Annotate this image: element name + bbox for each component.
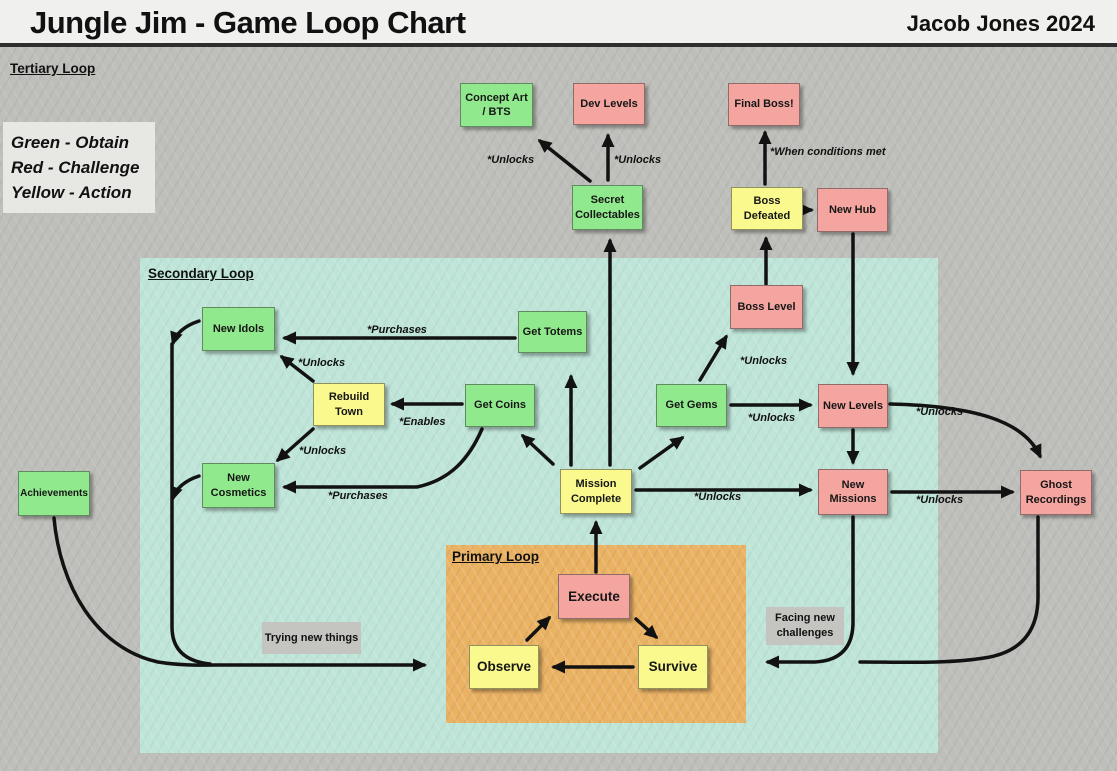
label-unlocks-ghost-lower: *Unlocks [916,494,964,506]
arrow-missioncomplete-to-getgems [638,436,685,470]
author-credit: Jacob Jones 2024 [906,11,1095,36]
label-unlocks-new-levels: *Unlocks [748,412,796,424]
arrow-observe-to-execute [525,615,552,642]
label-purchases-new-cosmetics: *Purchases [328,490,388,502]
arrow-achievements-to-primaryloop [52,516,427,672]
label-unlocks-boss-level: *Unlocks [740,355,788,367]
node-dev-levels: Dev Levels [573,83,645,125]
label-unlocks-ghost-upper: *Unlocks [916,406,964,418]
arrow-getcoins-to-newcosmetics [282,427,484,494]
arrow-getgems-to-bosslevel [698,334,728,382]
note-trying-new-things: Trying new things [262,622,361,654]
legend-line-red: Red - Challenge [11,158,140,177]
arrow-rebuildtown-to-newcosmetics [275,427,315,462]
node-new-hub: New Hub [817,188,888,232]
node-new-levels: New Levels [818,384,888,428]
node-new-cosmetics: New Cosmetics [202,463,275,508]
secondary-loop-label: Secondary Loop [148,266,254,281]
node-mission-complete: Mission Complete [560,469,632,514]
node-final-boss: Final Boss! [728,83,800,126]
label-unlocks-dev-levels: *Unlocks [614,154,662,166]
node-ghost-recordings: Ghost Recordings [1020,470,1092,515]
tertiary-loop-label: Tertiary Loop [10,61,96,76]
arrow-newmissions-to-primaryloop [765,515,855,669]
node-observe: Observe [469,645,539,689]
arrow-execute-to-survive [634,617,659,640]
label-unlocks-new-idols: *Unlocks [298,357,346,369]
title-bar: Jungle Jim - Game Loop Chart Jacob Jones… [0,0,1117,47]
label-unlocks-concept-art: *Unlocks [487,154,535,166]
legend-line-green: Green - Obtain [11,133,130,152]
label-enables-rebuild-town: *Enables [399,416,446,428]
node-achievements: Achievements [18,471,90,516]
node-rebuild-town: Rebuild Town [313,383,385,426]
node-execute: Execute [558,574,630,619]
node-get-coins: Get Coins [465,384,535,427]
note-facing-new-challenges: Facing new challenges [766,607,844,645]
label-when-conditions-met: *When conditions met [770,146,886,158]
arrow-secret-to-conceptart [537,139,592,183]
label-purchases-new-idols: *Purchases [367,324,427,336]
color-legend: Green - Obtain Red - Challenge Yellow - … [3,122,155,213]
node-concept-art-bts: Concept Art / BTS [460,83,533,127]
arrow-newcosmetics-down-hook [170,474,201,501]
line-ghost-return [858,515,1040,665]
node-secret-collectables: Secret Collectables [572,185,643,230]
node-get-totems: Get Totems [518,311,587,353]
node-boss-level: Boss Level [730,285,803,329]
primary-loop-label: Primary Loop [452,549,540,564]
arrow-missioncomplete-to-getcoins [520,433,555,466]
node-boss-defeated: Boss Defeated [731,187,803,230]
page-title: Jungle Jim - Game Loop Chart [30,5,466,40]
label-unlocks-new-cosmetics: *Unlocks [299,445,347,457]
legend-line-yellow: Yellow - Action [11,183,132,202]
node-new-idols: New Idols [202,307,275,351]
node-survive: Survive [638,645,708,689]
arrow-newidols-down-hook [170,319,201,346]
label-unlocks-new-missions: *Unlocks [694,491,742,503]
line-left-return-vertical [170,342,212,666]
node-get-gems: Get Gems [656,384,727,427]
node-new-missions: New Missions [818,469,888,515]
arrow-newlevels-to-ghost-curve [888,402,1042,459]
arrow-rebuildtown-to-newidols [279,355,315,383]
